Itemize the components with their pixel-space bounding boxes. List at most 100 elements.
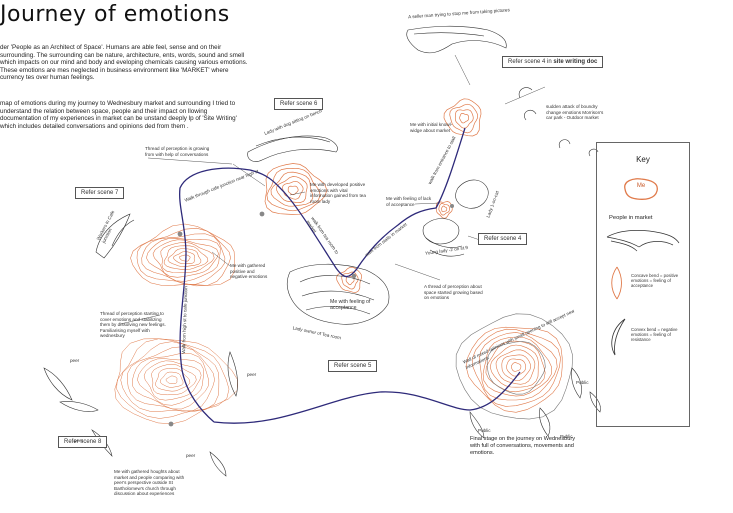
person-outline xyxy=(571,367,582,399)
contour-ring xyxy=(459,113,469,124)
label-thread-stabilizing: Thread of perception starting to cover e… xyxy=(100,311,166,339)
contour-ring xyxy=(438,203,450,216)
contour-ring xyxy=(266,167,321,212)
person-outline xyxy=(469,411,485,439)
person-outline xyxy=(255,136,331,147)
label-sudden-attack: sudden attack of boundry change emotions… xyxy=(546,104,604,121)
contour-ring xyxy=(443,98,482,137)
contour-ring xyxy=(472,328,561,407)
contour-ring xyxy=(276,176,308,203)
contour-ring xyxy=(151,363,197,396)
contour-ring xyxy=(141,233,226,285)
label-thread-growing: Thread of perception is growing from wit… xyxy=(145,146,210,157)
contour-ring xyxy=(132,353,209,410)
scene-6-box: Refer scene 6 xyxy=(274,98,324,110)
person-outline xyxy=(286,263,390,325)
label-thread-space: A thread of perception about space start… xyxy=(424,284,483,301)
concave-bend-icon xyxy=(611,266,622,300)
contour-ring xyxy=(127,346,215,412)
label-gathered-thoughts: Me with gathered houghts about market an… xyxy=(114,469,185,497)
journey-path xyxy=(178,127,521,424)
label-public-3: Public xyxy=(478,428,491,433)
person-outline xyxy=(413,32,485,37)
contour-ring xyxy=(165,375,178,384)
label-developed-emotions: Me with developed positive emotions with… xyxy=(310,182,366,204)
contour-ring xyxy=(152,239,219,278)
contour-ring xyxy=(479,332,558,401)
contour-ring xyxy=(454,109,474,129)
person-outline xyxy=(95,213,131,259)
label-peer-2: peer xyxy=(247,372,257,377)
person-outline xyxy=(59,401,99,412)
person-outline xyxy=(209,451,227,477)
scene-4-box: Refer scene 4 in site writing doc xyxy=(502,56,604,68)
key-people-label: People in market xyxy=(609,215,653,221)
contour-ring xyxy=(486,341,546,395)
person-outline xyxy=(425,237,465,257)
contour-ring xyxy=(441,205,448,213)
label-peer-4: peer xyxy=(186,453,196,458)
contour-ring xyxy=(270,171,314,207)
intro-paragraph-2: map of emotions during my journey to Wed… xyxy=(0,100,237,130)
contour-ring xyxy=(130,223,235,286)
label-final-stage: Final stage on the journey on Wednesbury… xyxy=(470,436,576,456)
people-outlines xyxy=(43,25,601,477)
key-convex-text: Convex bend = negative emotions = feelin… xyxy=(631,327,678,343)
label-peer-3: peer xyxy=(74,438,84,443)
scene-4-prefix: Refer scene 4 in xyxy=(508,59,554,65)
label-gathered-emotions: Me with gathered positive and negative e… xyxy=(230,263,268,280)
page-title: Journey of emotions xyxy=(0,2,230,27)
scene-4-bold: site writing doc xyxy=(553,59,598,65)
scene-8-box: Refer scene 8 xyxy=(58,436,108,448)
contour-ring xyxy=(136,227,231,287)
contour-ring xyxy=(114,338,238,425)
contour-ring xyxy=(146,238,221,282)
person-outline xyxy=(299,275,375,315)
person-outline xyxy=(111,219,135,247)
contour-ring xyxy=(510,362,522,372)
contour-ring xyxy=(155,368,191,392)
contour-ring xyxy=(495,349,536,385)
contour-ring xyxy=(160,242,215,273)
key-me-label: Me xyxy=(636,183,646,189)
label-peer-1: peer xyxy=(70,358,80,363)
contour-ring xyxy=(120,341,220,412)
contour-ring xyxy=(501,354,532,381)
convex-bend-icon xyxy=(611,318,626,356)
contour-ring xyxy=(143,360,202,401)
contour-ring xyxy=(449,103,479,134)
scene-5-box: Refer scene 5 xyxy=(328,360,378,372)
label-feeling-acceptance: Me with feeling of acceptance xyxy=(330,299,371,311)
emotion-contours xyxy=(114,98,574,425)
contour-ring xyxy=(485,340,546,393)
contour-ring xyxy=(159,371,184,388)
contour-ring xyxy=(282,180,304,200)
contour-ring xyxy=(465,326,563,413)
scene-7-box: Refer scene 7 xyxy=(75,187,125,199)
contour-ring xyxy=(482,336,552,397)
person-outline xyxy=(247,135,338,162)
contour-ring xyxy=(264,163,328,215)
label-public-1: Public xyxy=(576,380,589,385)
person-outline xyxy=(406,25,507,54)
person-outline xyxy=(518,87,599,157)
contour-ring xyxy=(179,254,191,262)
key-concave-text: Concave bend = positive emotions = feeli… xyxy=(631,273,679,289)
contour-ring xyxy=(489,344,539,388)
person-outline xyxy=(455,179,489,209)
person-outline xyxy=(539,407,551,437)
contour-ring xyxy=(167,248,202,267)
path-nodes xyxy=(168,204,454,427)
person-outline xyxy=(589,391,601,413)
contour-ring xyxy=(287,185,299,196)
contour-ring xyxy=(116,338,230,419)
contour-ring xyxy=(137,358,204,406)
contour-ring xyxy=(173,251,195,264)
person-outline xyxy=(227,351,238,397)
contour-ring xyxy=(506,358,527,377)
intro-paragraph-1: der 'People as an Architect of Space'. H… xyxy=(0,44,248,82)
label-public-2: Public xyxy=(560,434,573,439)
label-initial-knowledge: Me with initial knowl- widge about marke… xyxy=(410,122,453,133)
